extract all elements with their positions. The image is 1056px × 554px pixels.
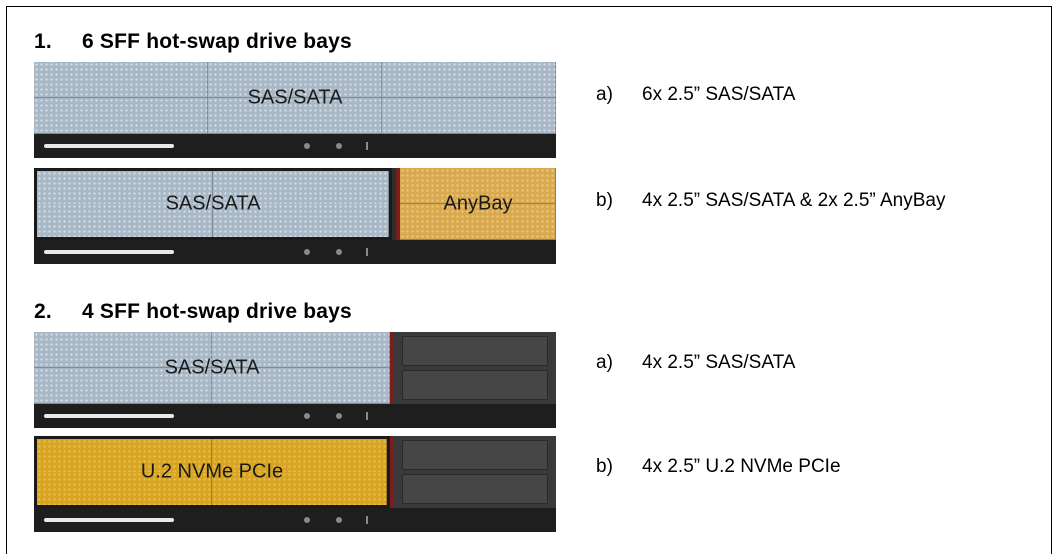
status-led	[304, 143, 310, 149]
nvme-label: U.2 NVMe PCIe	[140, 460, 284, 483]
config-2b-description: b) 4x 2.5” U.2 NVMe PCIe	[596, 456, 841, 478]
power-button	[336, 413, 342, 419]
config-2a-text: 4x 2.5” SAS/SATA	[642, 352, 796, 373]
id-led	[366, 142, 368, 150]
sas-sata-bays: SAS/SATA	[34, 168, 392, 240]
config-1b-description: b) 4x 2.5” SAS/SATA & 2x 2.5” AnyBay	[596, 190, 945, 212]
front-panel	[34, 508, 556, 532]
chassis-2a: SAS/SATA	[34, 332, 556, 428]
pull-handle	[44, 518, 174, 522]
section-1-heading: 1. 6 SFF hot-swap drive bays	[34, 30, 352, 54]
status-led	[304, 249, 310, 255]
section-1-title: 6 SFF hot-swap drive bays	[82, 30, 352, 53]
chassis-2b: U.2 NVMe PCIe	[34, 436, 556, 532]
power-button	[336, 517, 342, 523]
power-button	[336, 249, 342, 255]
sas-sata-bays: SAS/SATA	[34, 332, 390, 404]
power-button	[336, 143, 342, 149]
pull-handle	[44, 144, 174, 148]
sas-sata-label: SAS/SATA	[165, 192, 261, 215]
config-1b-letter: b)	[596, 190, 613, 211]
front-panel	[34, 404, 556, 428]
section-2-title: 4 SFF hot-swap drive bays	[82, 300, 352, 323]
config-1a-text: 6x 2.5” SAS/SATA	[642, 84, 796, 105]
id-led	[366, 412, 368, 420]
config-2b-letter: b)	[596, 456, 613, 477]
config-1b-text: 4x 2.5” SAS/SATA & 2x 2.5” AnyBay	[642, 190, 946, 211]
status-led	[304, 413, 310, 419]
pull-handle	[44, 250, 174, 254]
config-2a-letter: a)	[596, 352, 613, 373]
pull-handle	[44, 414, 174, 418]
section-2-number: 2.	[34, 300, 52, 323]
chassis-1a: SAS/SATA	[34, 62, 556, 158]
anybay-bays: AnyBay	[396, 168, 556, 240]
front-panel	[34, 134, 556, 158]
sas-sata-label: SAS/SATA	[164, 356, 260, 379]
config-1a-letter: a)	[596, 84, 613, 105]
sas-sata-label: SAS/SATA	[247, 86, 343, 109]
bay-area-2b: U.2 NVMe PCIe	[34, 436, 556, 508]
anybay-label: AnyBay	[443, 192, 513, 215]
id-led	[366, 516, 368, 524]
diagram-frame	[6, 6, 1052, 554]
blank-bays	[390, 436, 556, 508]
config-2a-description: a) 4x 2.5” SAS/SATA	[596, 352, 795, 374]
section-1-number: 1.	[34, 30, 52, 53]
section-2-heading: 2. 4 SFF hot-swap drive bays	[34, 300, 352, 324]
front-panel	[34, 240, 556, 264]
blank-bays	[390, 332, 556, 404]
bay-area-1a: SAS/SATA	[34, 62, 556, 134]
id-led	[366, 248, 368, 256]
nvme-bays: U.2 NVMe PCIe	[34, 436, 390, 508]
status-led	[304, 517, 310, 523]
config-2b-text: 4x 2.5” U.2 NVMe PCIe	[642, 456, 841, 477]
bay-area-1b: SAS/SATA AnyBay	[34, 168, 556, 240]
config-1a-description: a) 6x 2.5” SAS/SATA	[596, 84, 795, 106]
bay-area-2a: SAS/SATA	[34, 332, 556, 404]
sas-sata-bays: SAS/SATA	[34, 62, 556, 134]
chassis-1b: SAS/SATA AnyBay	[34, 168, 556, 264]
